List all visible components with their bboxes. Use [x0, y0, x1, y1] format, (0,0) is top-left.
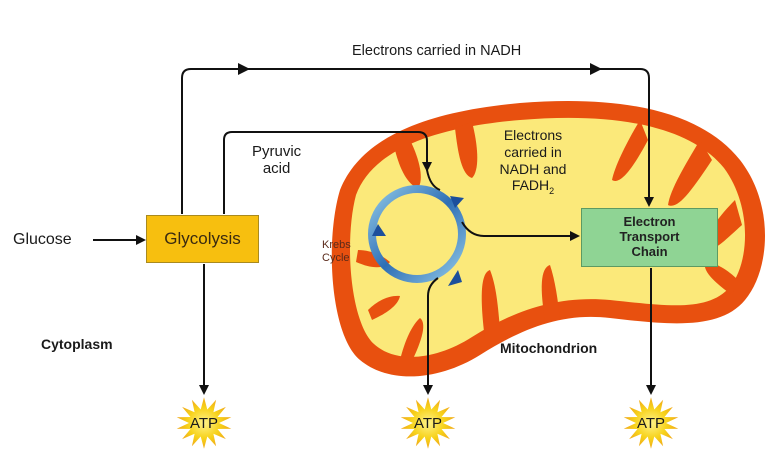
atp-krebs: ATP: [398, 393, 458, 453]
nadh-fadh2-line-2: carried in: [504, 143, 562, 160]
nadh-fadh2-line-1: Electrons: [503, 127, 563, 143]
arrow-pyruvic-to-krebs: [223, 131, 432, 214]
pyruvic-curve: [426, 169, 441, 191]
arrow-nadh-to-etc: [181, 68, 654, 214]
glycolysis-label: Glycolysis: [164, 229, 241, 248]
mitochondrion-label: Mitochondrion: [500, 340, 598, 356]
krebs-cycle-ring: [368, 185, 466, 286]
krebs-cycle-label: Krebs Cycle: [322, 239, 351, 264]
arrow-krebs-to-atp: [423, 277, 439, 395]
atp-star-icon: [623, 397, 679, 449]
arrow-head-nadh-1: [238, 63, 250, 75]
nadh-fadh2-line-3: NADH and: [499, 160, 567, 177]
pyruvic-line-2: acid: [262, 159, 291, 177]
glucose-label: Glucose: [13, 231, 72, 248]
krebs-line-2: Cycle: [322, 251, 350, 264]
cristae: [356, 120, 742, 365]
matrix: [350, 117, 746, 357]
atp-glycolysis: ATP: [174, 393, 234, 453]
cytoplasm-label: Cytoplasm: [41, 336, 113, 352]
atp-label: ATP: [636, 414, 666, 432]
arrow-krebs-to-etc: [461, 221, 580, 241]
nadh-fadh2-line-4: FADH2: [488, 177, 578, 197]
glycolysis-box: Glycolysis: [146, 215, 259, 263]
arrow-head-nadh-2: [590, 63, 602, 75]
connectors: [93, 68, 656, 395]
electron-transport-chain-box: Electron Transport Chain: [581, 208, 718, 267]
etc-label: Electron Transport Chain: [619, 214, 680, 259]
pyruvic-acid-label: Pyruvic acid: [252, 143, 302, 177]
mitochondrion: [331, 100, 765, 377]
fadh-subscript: 2: [549, 186, 555, 197]
krebs-arrow-bottom: [448, 270, 462, 286]
atp-label: ATP: [189, 414, 219, 432]
atp-star-icon: [176, 397, 232, 449]
atp-stars: [176, 397, 679, 449]
nadh-fadh2-label: Electrons carried in NADH and FADH2: [488, 127, 578, 197]
nadh-top-label: Electrons carried in NADH: [352, 43, 522, 59]
pyruvic-line-1: Pyruvic: [252, 143, 302, 160]
krebs-arrow-left: [372, 224, 386, 236]
krebs-arrow-top: [450, 196, 464, 208]
krebs-line-1: Krebs: [322, 239, 351, 251]
atp-label: ATP: [413, 414, 443, 432]
fadh-text: FADH: [511, 177, 550, 194]
atp-etc: ATP: [621, 393, 681, 453]
atp-star-icon: [400, 397, 456, 449]
